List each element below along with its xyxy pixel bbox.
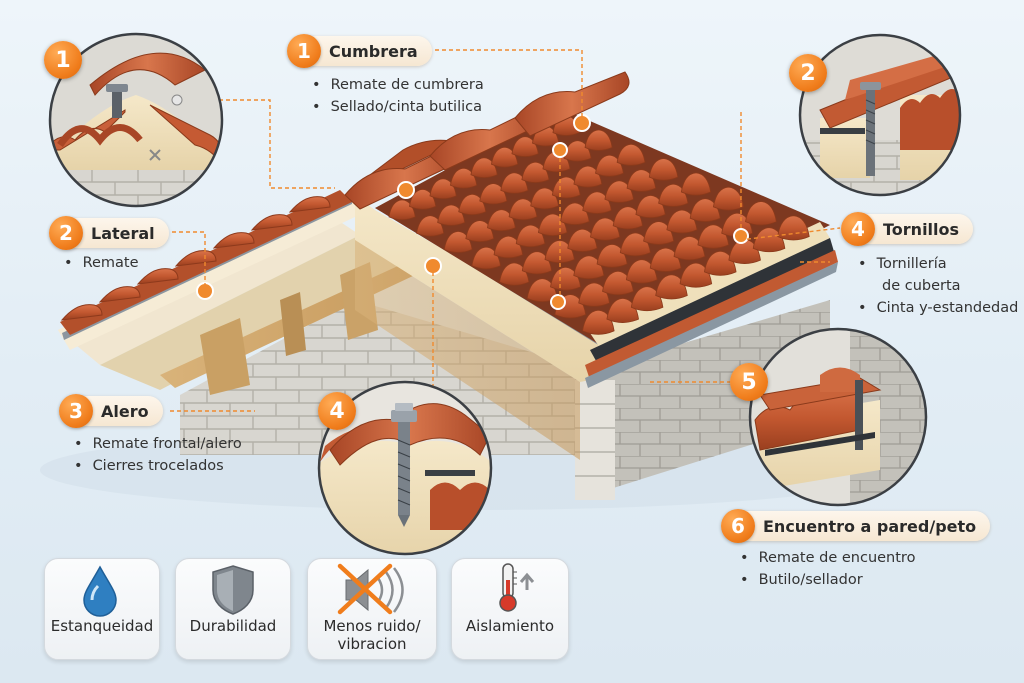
bullet: Butilo/sellador bbox=[740, 569, 915, 591]
detail-badge-5: 5 bbox=[730, 363, 768, 401]
bullet: Remate frontal/alero bbox=[74, 433, 242, 455]
callout-number: 2 bbox=[49, 216, 83, 250]
bullet: Remate bbox=[64, 252, 139, 274]
benefit-card-ruido: Menos ruido/ vibracion bbox=[307, 558, 437, 660]
benefit-label: Durabilidad bbox=[189, 617, 277, 635]
callout-number: 4 bbox=[841, 212, 875, 246]
benefit-label-line2: vibracion bbox=[337, 635, 407, 653]
callout-title: Lateral bbox=[91, 223, 155, 243]
callout-number: 3 bbox=[59, 394, 93, 428]
callout-number: 6 bbox=[721, 509, 755, 543]
bullet: Tornillería bbox=[858, 253, 1018, 275]
benefit-label: Estanqueidad bbox=[50, 617, 154, 635]
roof-tile bbox=[584, 129, 613, 151]
callout-cumbrera: 1 Cumbrera bbox=[287, 34, 432, 68]
benefit-label-line1: Menos ruido/ bbox=[323, 617, 421, 635]
callout-cumbrera-bullets: Remate de cumbrera Sellado/cinta butilic… bbox=[312, 74, 484, 118]
benefit-card-estanqueidad: Estanqueidad bbox=[44, 558, 160, 660]
bullet: Remate de encuentro bbox=[740, 547, 916, 569]
roof-tile bbox=[680, 172, 712, 196]
bullet: Sellado/cinta butilica bbox=[312, 96, 484, 118]
callout-alero: 3 Alero bbox=[59, 394, 163, 428]
roof-tile bbox=[712, 186, 744, 211]
callout-encuentro: 6 Encuentro a pared/peto bbox=[721, 509, 991, 543]
callout-lateral: 2 Lateral bbox=[49, 216, 169, 250]
benefit-card-aislamiento: Aislamiento bbox=[451, 558, 569, 660]
callout-title: Encuentro a pared/peto bbox=[763, 516, 977, 536]
callout-title: Cumbrera bbox=[329, 41, 418, 61]
detail-badge-2: 2 bbox=[789, 54, 827, 92]
ridge-cap-tiles bbox=[344, 71, 630, 210]
benefit-card-durabilidad: Durabilidad bbox=[175, 558, 291, 660]
bullet-continuation: de cuberta bbox=[882, 278, 961, 294]
callout-tornillos: 4 Tornillos bbox=[841, 212, 974, 246]
callout-number: 1 bbox=[287, 34, 321, 68]
roof-tile bbox=[745, 201, 777, 226]
callout-alero-bullets: Remate frontal/alero Cierres trocelados bbox=[74, 433, 242, 477]
callout-title: Tornillos bbox=[883, 219, 960, 239]
detail-badge-1: 1 bbox=[44, 41, 82, 79]
callout-encuentro-bullets: Remate de encuentro Butilo/sellador bbox=[740, 547, 916, 591]
bullet: Remate de cumbrera bbox=[312, 74, 484, 96]
callout-tornillos-bullets: Tornillería de cuberta Cinta y-estandeda… bbox=[858, 253, 1019, 319]
roof-tile bbox=[648, 158, 679, 181]
roof-tiles bbox=[388, 115, 810, 335]
roof-tile bbox=[616, 143, 646, 166]
callout-lateral-bullets: Remate bbox=[64, 252, 139, 274]
lateral-edge-tiles bbox=[60, 190, 352, 335]
detail-badge-4: 4 bbox=[318, 392, 356, 430]
detail-circle-lateral bbox=[798, 33, 962, 197]
benefit-label: Aislamiento bbox=[465, 617, 555, 635]
bullet: Cierres trocelados bbox=[74, 455, 242, 477]
callout-title: Alero bbox=[101, 401, 149, 421]
bullet: Cinta y-estandedad bbox=[858, 297, 1019, 319]
